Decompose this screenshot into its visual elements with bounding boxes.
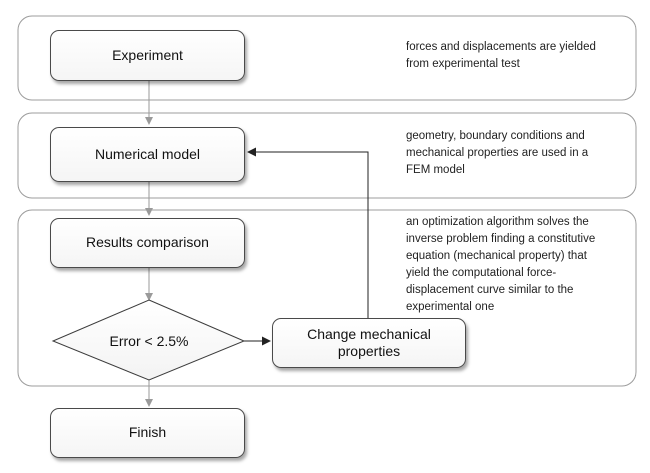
note-numerical-model-line: FEM model xyxy=(406,164,465,176)
step-change-properties-line2: properties xyxy=(337,343,401,359)
note-optimization-line: displacement curve similar to the xyxy=(406,284,574,296)
decision-diamond xyxy=(51,299,246,381)
note-experiment-line: forces and displacements are yielded xyxy=(406,41,596,53)
note-numerical-model-line: geometry, boundary conditions and xyxy=(406,130,585,142)
note-optimization: an optimization algorithm solves the inv… xyxy=(406,214,595,316)
note-experiment-line: from experimental test xyxy=(406,58,520,70)
step-change-properties-line1: Change mechanical xyxy=(307,325,431,342)
note-numerical-model-line: mechanical properties are used in a xyxy=(406,147,589,159)
step-numerical-model-label: Numerical model xyxy=(94,145,201,162)
stage-panel-numerical-model xyxy=(17,112,637,199)
note-numerical-model: geometry, boundary conditions and mechan… xyxy=(406,128,588,179)
stage-panel-optimization xyxy=(17,209,637,387)
step-change-properties: Change mechanical properties xyxy=(272,318,466,368)
step-results-comparison-label: Results comparison xyxy=(86,234,209,251)
decision-label-text: Error < 2.5% xyxy=(109,333,189,349)
note-optimization-line: an optimization algorithm solves the xyxy=(406,216,589,228)
step-experiment: Experiment xyxy=(50,30,245,81)
step-numerical-model: Numerical model xyxy=(50,127,245,182)
step-experiment-label: Experiment xyxy=(112,46,183,63)
step-results-comparison: Results comparison xyxy=(50,218,245,268)
note-optimization-line: yield the computational force- xyxy=(406,267,557,279)
connector-feedback-loop xyxy=(247,147,369,318)
note-optimization-line: equation (mechanical property) that xyxy=(406,250,587,262)
note-optimization-line: inverse problem finding a constitutive xyxy=(406,233,596,245)
note-experiment: forces and displacements are yielded fro… xyxy=(406,39,596,73)
step-finish-label: Finish xyxy=(128,424,167,441)
step-finish: Finish xyxy=(50,408,245,458)
decision-label: Error < 2.5% xyxy=(80,328,218,354)
stage-panel-experiment xyxy=(17,15,637,101)
note-optimization-line: experimental one xyxy=(406,301,495,313)
